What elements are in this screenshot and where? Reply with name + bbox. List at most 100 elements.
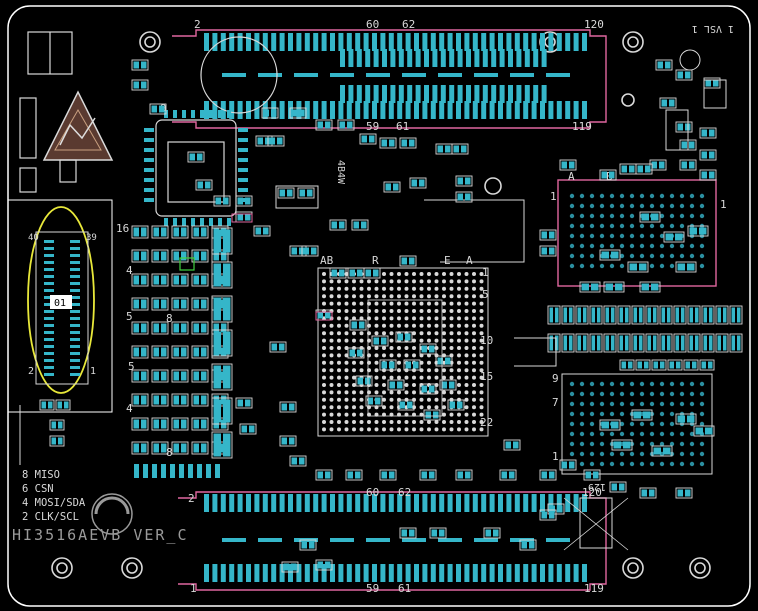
pad	[48, 401, 53, 409]
bga-ball	[449, 338, 454, 343]
component-outline	[151, 441, 169, 455]
via	[699, 263, 705, 269]
pad	[173, 323, 179, 333]
pad	[279, 33, 285, 51]
fpc-bottom-parts	[39, 399, 71, 447]
via	[659, 223, 665, 229]
component-outline	[211, 261, 233, 289]
pad	[241, 425, 247, 433]
bga-ball	[464, 383, 469, 387]
pad	[205, 181, 211, 189]
pad	[223, 399, 231, 423]
pad	[70, 345, 80, 348]
bga-ball	[397, 286, 401, 291]
bga-ball	[352, 368, 356, 373]
bga-ball	[419, 279, 424, 284]
component-outline	[729, 305, 743, 325]
via	[569, 263, 575, 269]
pad	[508, 49, 513, 67]
via	[599, 461, 605, 467]
bga-ball	[412, 427, 416, 432]
pad	[516, 49, 522, 67]
bga-ball	[382, 397, 386, 402]
pad	[457, 401, 463, 409]
reg-label: 4B4W	[335, 160, 346, 185]
bga-ball	[472, 338, 476, 343]
pad	[41, 401, 46, 409]
via	[669, 263, 675, 269]
bga-ball	[457, 375, 461, 380]
bga-ball	[404, 279, 409, 284]
pad	[556, 564, 562, 582]
pad	[220, 564, 226, 582]
via	[579, 203, 585, 209]
pad	[133, 419, 139, 429]
pad	[70, 359, 80, 362]
pad	[414, 494, 419, 512]
pad	[413, 361, 419, 369]
bga-col-e: E	[444, 254, 451, 267]
pad	[133, 371, 139, 381]
pad	[321, 101, 327, 119]
bga-ball	[442, 294, 446, 299]
pad	[141, 251, 147, 261]
pad	[472, 494, 478, 512]
pad	[204, 564, 209, 582]
pad	[523, 33, 529, 51]
via	[679, 203, 685, 209]
bga-ball	[389, 338, 394, 343]
via	[649, 441, 655, 447]
pad	[687, 263, 695, 271]
bga-ball	[449, 390, 454, 395]
via	[659, 421, 665, 427]
pad	[141, 275, 147, 285]
pad	[481, 101, 487, 119]
pad	[689, 307, 693, 323]
bga-ball	[419, 375, 424, 380]
pad	[44, 317, 54, 320]
pad	[623, 441, 631, 449]
pad	[330, 564, 335, 582]
bga-ball	[479, 272, 484, 276]
component-outline	[693, 425, 715, 437]
pad	[164, 218, 168, 226]
component-outline	[281, 561, 299, 573]
via	[579, 381, 585, 387]
pad	[330, 101, 335, 119]
pad	[271, 109, 277, 117]
bga-ball	[472, 331, 476, 336]
component-outline	[679, 49, 701, 71]
bga-ball	[389, 286, 394, 291]
pad	[556, 101, 562, 119]
via	[569, 391, 575, 397]
pad	[531, 33, 537, 51]
via	[699, 451, 705, 457]
bga-ball	[419, 316, 424, 321]
pad	[581, 283, 589, 291]
via	[639, 391, 645, 397]
bga-ball	[352, 331, 356, 336]
bga-ball	[374, 420, 379, 424]
via	[679, 253, 685, 259]
component-outline	[635, 163, 653, 175]
bga-ball	[344, 427, 349, 432]
pad	[179, 464, 184, 478]
pad	[582, 494, 587, 512]
via	[599, 223, 605, 229]
pad	[665, 233, 673, 241]
ddr-top-pin-120: 120	[584, 18, 604, 31]
pad	[215, 464, 220, 478]
pad	[731, 307, 735, 323]
bga-ball	[397, 301, 401, 306]
pad	[296, 101, 302, 119]
pad	[325, 561, 331, 569]
component-outline	[131, 321, 149, 335]
bga-ball	[427, 405, 431, 410]
pink-part	[315, 311, 333, 321]
via	[589, 223, 595, 229]
pad	[647, 335, 651, 351]
bga-ball	[479, 316, 484, 321]
pad	[213, 251, 219, 261]
bga-ball	[397, 368, 401, 373]
pad	[271, 564, 277, 582]
